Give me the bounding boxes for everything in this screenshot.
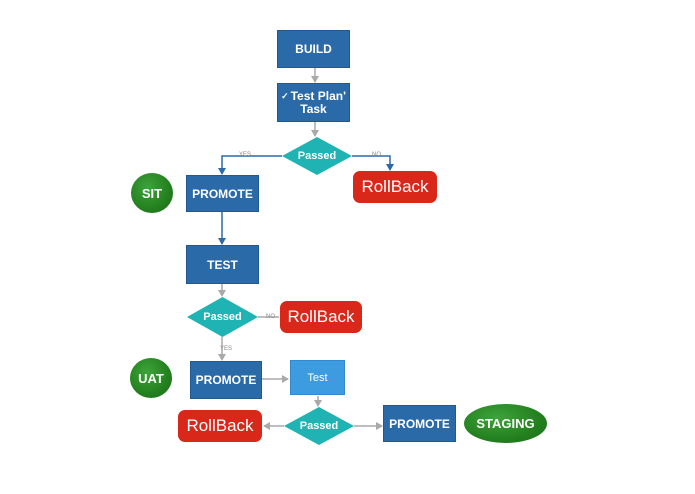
build-node[interactable]: BUILD: [277, 30, 350, 68]
edge-label-yes: YES: [220, 346, 233, 352]
sit-environment-badge: SIT: [131, 173, 173, 213]
rollback-node[interactable]: RollBack: [178, 410, 262, 442]
rollback-node[interactable]: RollBack: [280, 301, 362, 333]
promote-node[interactable]: PROMOTE: [383, 405, 456, 442]
decision-label: Passed: [299, 420, 339, 432]
test-plan-label: Test Plan': [290, 88, 346, 103]
uat-environment-badge: UAT: [130, 358, 172, 398]
test-task-node[interactable]: Test: [290, 360, 345, 395]
test-plan-line1: ✓Test Plan': [281, 88, 346, 103]
checkmark-icon: ✓: [281, 90, 289, 101]
promote-node[interactable]: PROMOTE: [190, 361, 262, 399]
test-node[interactable]: TEST: [186, 245, 259, 284]
staging-environment-badge: STAGING: [464, 404, 547, 443]
decision-passed-3[interactable]: Passed: [284, 407, 354, 445]
edge-decision1-no: [352, 155, 394, 171]
edge-label-no: NO: [372, 152, 381, 158]
diamond-shape: [284, 407, 354, 445]
decision-passed-1[interactable]: Passed: [282, 137, 352, 175]
diamond-shape: [187, 297, 258, 337]
promote-node[interactable]: PROMOTE: [186, 175, 259, 212]
decision-label: Passed: [203, 311, 242, 323]
edge-label-no: NO: [266, 314, 275, 320]
decision-label: Passed: [297, 150, 337, 162]
diamond-shape: [282, 137, 352, 175]
rollback-node[interactable]: RollBack: [353, 171, 437, 203]
edge-label-yes: YES: [239, 152, 252, 158]
test-plan-task-node[interactable]: ✓Test Plan' Task: [277, 83, 350, 122]
decision-passed-2[interactable]: Passed: [187, 297, 258, 337]
edge-decision1-yes: [218, 155, 282, 175]
test-plan-line2: Task: [300, 101, 327, 116]
